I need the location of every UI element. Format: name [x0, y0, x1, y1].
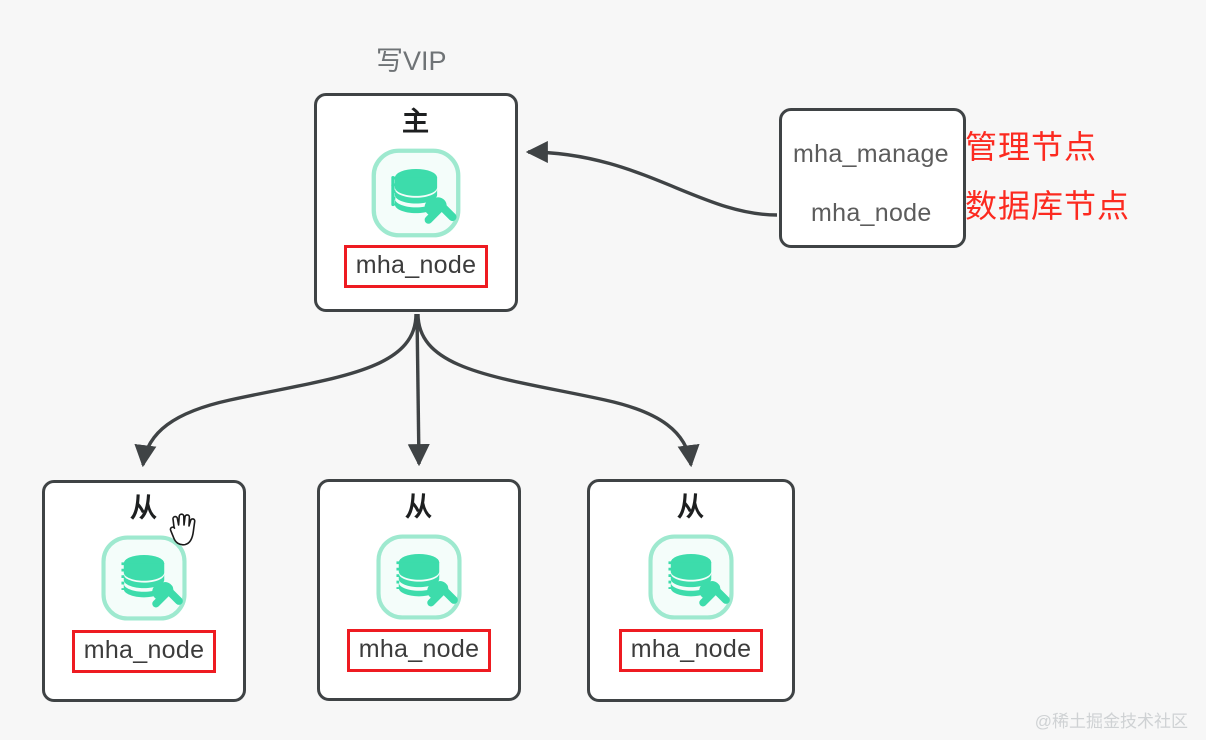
node-slave-2[interactable]: 从 mha_node: [317, 479, 521, 701]
node-slave-3[interactable]: 从 mha_node: [587, 479, 795, 702]
vip-label: 写VIP: [376, 46, 447, 76]
node-master[interactable]: 主 mha_node: [314, 93, 518, 312]
node-slave-1-title: 从: [130, 493, 158, 523]
manager-line-mha-manage: mha_manage: [793, 140, 949, 168]
node-slave-3-title: 从: [677, 492, 705, 522]
node-slave-1-tag: mha_node: [71, 630, 217, 673]
node-slave-2-title: 从: [405, 492, 433, 522]
edge-master-to-slave-3: [416, 313, 700, 468]
manager-line-mha-node: mha_node: [811, 199, 932, 227]
node-master-tag: mha_node: [343, 245, 489, 288]
edge-master-to-slave-2: [407, 313, 430, 467]
red-note-manage-node: 管理节点: [965, 129, 1098, 165]
node-master-title: 主: [402, 107, 430, 137]
node-slave-3-tag: mha_node: [618, 629, 764, 672]
node-slave-1[interactable]: 从 mha_node: [42, 480, 246, 702]
database-wrench-icon: [368, 145, 464, 241]
edge-manager-to-master: [525, 140, 778, 217]
edge-master-to-slave-1: [134, 313, 418, 468]
database-wrench-icon: [645, 531, 737, 623]
database-wrench-icon: [98, 532, 190, 624]
database-wrench-icon: [373, 531, 465, 623]
node-slave-2-tag: mha_node: [346, 629, 492, 672]
watermark: @稀土掘金技术社区: [1034, 712, 1188, 731]
node-manager[interactable]: mha_manage mha_node: [779, 108, 966, 248]
red-note-database-node: 数据库节点: [965, 188, 1131, 224]
